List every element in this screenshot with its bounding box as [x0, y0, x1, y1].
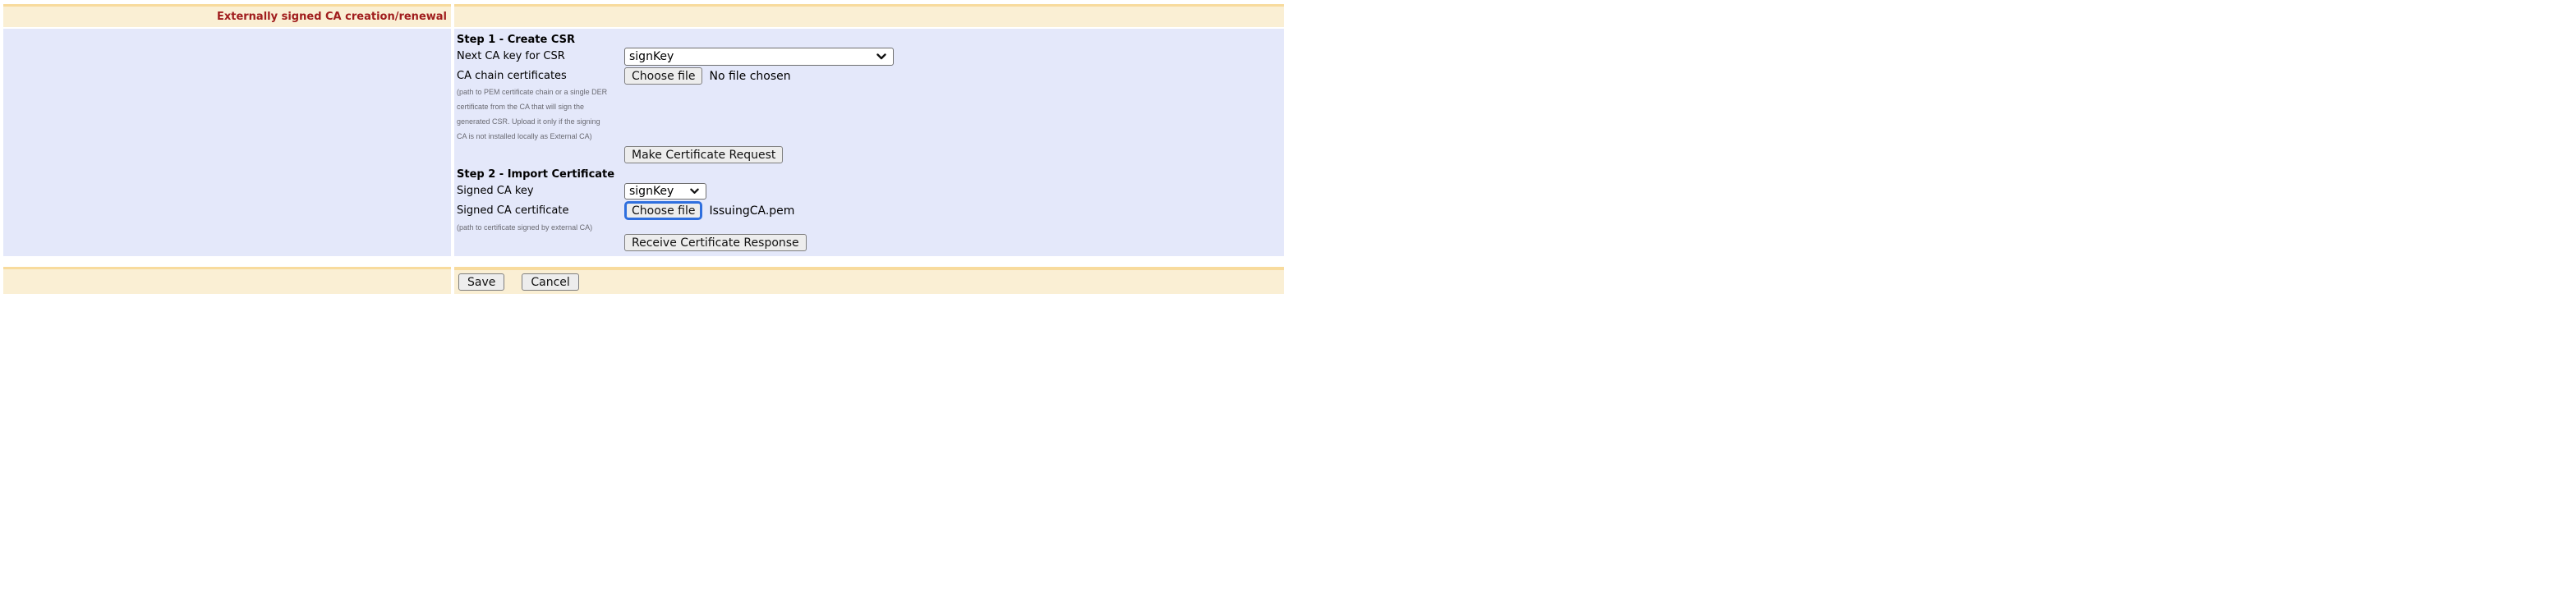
- ca-chain-help-line: certificate from the CA that will sign t…: [457, 103, 585, 111]
- main-row: Step 1 - Create CSR Next CA key for CSR …: [3, 29, 1284, 256]
- step1-heading: Step 1 - Create CSR: [457, 34, 575, 46]
- footer-spacer-cell: [3, 267, 451, 294]
- save-button[interactable]: Save: [458, 273, 505, 291]
- footer-actions-inner: Save Cancel: [454, 267, 1284, 294]
- left-panel: [3, 29, 451, 256]
- signed-ca-cert-row: Signed CA certificate Choose file Issuin…: [457, 201, 1277, 220]
- header-title-cell: Externally signed CA creation/renewal: [3, 4, 451, 27]
- next-ca-key-select[interactable]: signKey: [624, 48, 894, 66]
- footer-actions-cell: Save Cancel: [454, 267, 1284, 294]
- form-panel: Step 1 - Create CSR Next CA key for CSR …: [454, 29, 1284, 256]
- make-request-row: Make Certificate Request: [624, 146, 1277, 163]
- signed-ca-key-row: Signed CA key signKey: [457, 183, 1277, 200]
- header-spacer-cell: [454, 4, 1284, 27]
- next-ca-key-label: Next CA key for CSR: [457, 50, 565, 62]
- footer-row: Save Cancel: [3, 267, 1284, 294]
- chevron-down-icon: [690, 188, 699, 194]
- page: Externally signed CA creation/renewal St…: [0, 0, 1288, 300]
- page-title: Externally signed CA creation/renewal: [216, 11, 447, 23]
- ca-chain-help: (path to PEM certificate chain or a sing…: [457, 85, 624, 144]
- chevron-down-icon: [876, 53, 886, 60]
- signed-cert-choose-file-button[interactable]: Choose file: [624, 201, 703, 220]
- header-row: Externally signed CA creation/renewal: [3, 4, 1284, 27]
- ca-chain-row: CA chain certificates Choose file No fil…: [457, 67, 1277, 85]
- ca-chain-help-line: (path to PEM certificate chain or a sing…: [457, 88, 608, 96]
- ca-chain-help-line: CA is not installed locally as External …: [457, 132, 592, 140]
- receive-response-row: Receive Certificate Response: [624, 234, 1277, 251]
- signed-ca-key-label: Signed CA key: [457, 185, 534, 197]
- next-ca-key-row: Next CA key for CSR signKey: [457, 48, 1277, 66]
- ca-chain-help-line: generated CSR. Upload it only if the sig…: [457, 117, 600, 126]
- make-certificate-request-button[interactable]: Make Certificate Request: [624, 146, 784, 163]
- signed-cert-help: (path to certificate signed by external …: [457, 223, 593, 232]
- signed-ca-cert-label: Signed CA certificate: [457, 204, 569, 217]
- cancel-button[interactable]: Cancel: [522, 273, 579, 291]
- step2-heading: Step 2 - Import Certificate: [457, 168, 615, 181]
- ca-chain-choose-file-button[interactable]: Choose file: [624, 67, 703, 85]
- receive-certificate-response-button[interactable]: Receive Certificate Response: [624, 234, 807, 251]
- signed-ca-key-select[interactable]: signKey: [624, 183, 706, 200]
- ca-chain-label: CA chain certificates: [457, 69, 567, 82]
- ca-chain-file-status: No file chosen: [709, 69, 791, 83]
- signed-ca-key-value: signKey: [629, 185, 674, 198]
- signed-cert-filename: IssuingCA.pem: [709, 204, 795, 218]
- next-ca-key-value: signKey: [629, 50, 674, 63]
